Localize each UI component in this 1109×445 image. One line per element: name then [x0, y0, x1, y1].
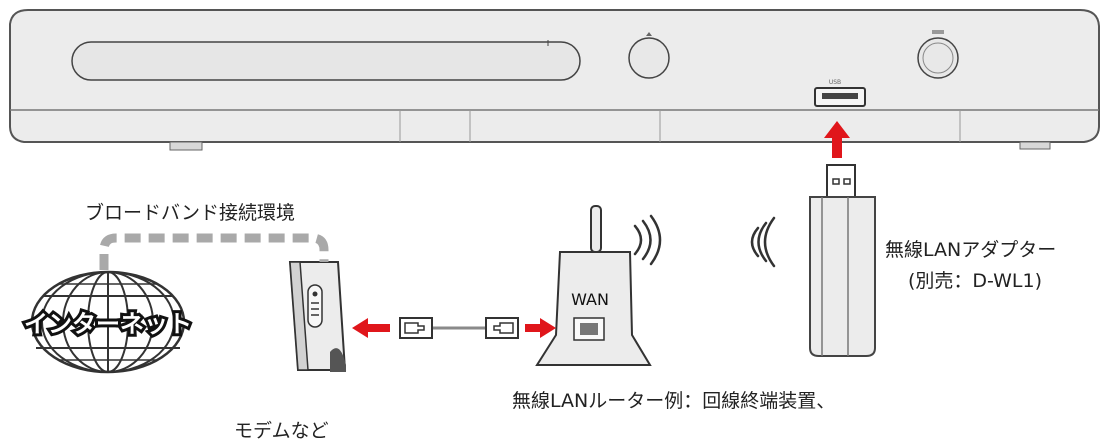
adapter-note-label: (別売：D-WL1): [908, 270, 1043, 292]
lan-cable: [399, 317, 519, 339]
red-arrow-icon: [824, 121, 850, 158]
broadband-label: ブロードバンド接続環境: [85, 202, 295, 224]
power-button: [917, 37, 959, 79]
wan-label: WAN: [571, 290, 609, 309]
red-arrow-icon: [525, 318, 556, 338]
router-label: 無線LANルーター例：回線終端装置、: [512, 390, 836, 412]
internet-label: インターネット: [24, 310, 192, 338]
usb-port-label: USB: [829, 79, 841, 86]
wireless-lan-adapter: [809, 164, 876, 357]
broadband-dashed-line: [99, 233, 329, 270]
lan-plug-icon: [485, 317, 519, 339]
blu-ray-player: USB: [9, 9, 1100, 151]
wireless-lan-router: WAN: [535, 205, 652, 366]
modem-label: モデムなど: [234, 420, 329, 442]
wifi-waves-icon: [633, 214, 662, 266]
adapter-name-label: 無線LANアダプター: [885, 239, 1057, 261]
globe-icon: インターネット: [21, 270, 195, 374]
red-arrow-icon: [352, 318, 390, 338]
lan-plug-icon: [399, 317, 433, 339]
eject-button: [628, 37, 670, 79]
modem: [288, 261, 347, 372]
disc-tray-slot: [71, 41, 581, 81]
wifi-waves-icon: [750, 216, 776, 268]
